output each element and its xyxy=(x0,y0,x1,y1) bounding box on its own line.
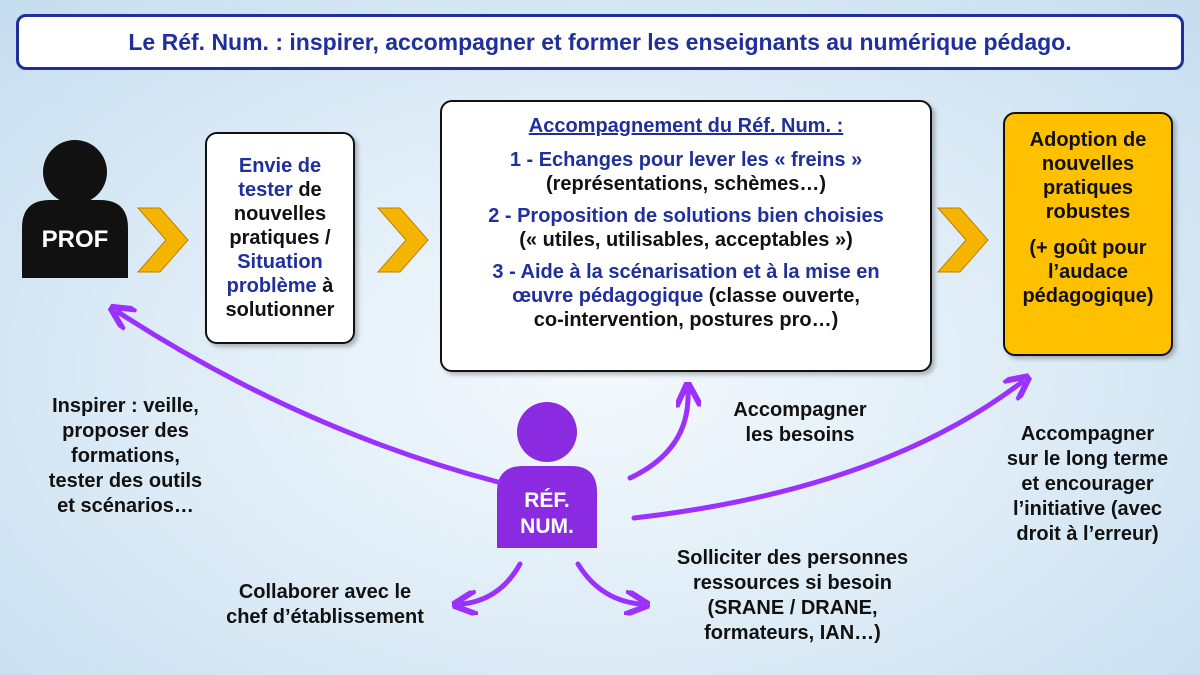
caption-accompagner-besoins: Accompagner les besoins xyxy=(710,398,890,448)
chevron-icon-2 xyxy=(376,207,429,273)
envie-de: de xyxy=(292,179,322,201)
caption-besoins-line: les besoins xyxy=(745,424,855,446)
accompagnement-item-2-sub: (« utiles, utilisables, acceptables ») xyxy=(519,229,853,251)
ref-num-label-line2: NUM. xyxy=(520,515,574,539)
envie-a: à xyxy=(316,275,334,297)
caption-inspirer-line: tester des outils xyxy=(48,470,203,492)
envie-line7: solutionner xyxy=(225,299,335,321)
accompagnement-item-3-line3: co-intervention, postures pro…) xyxy=(533,309,839,331)
caption-solliciter-line: formateurs, IAN…) xyxy=(704,622,881,644)
caption-solliciter-line: ressources si besoin xyxy=(693,572,892,594)
ref-num-label-line1: RÉF. xyxy=(524,489,570,512)
envie-tester: tester xyxy=(238,179,293,201)
adoption-line4: robustes xyxy=(1045,201,1131,223)
caption-long-terme-line: droit à l’erreur) xyxy=(1016,523,1159,545)
caption-long-terme: Accompagner sur le long terme et encoura… xyxy=(985,422,1190,547)
arrow-to-ressources-icon xyxy=(575,561,640,604)
arrow-to-accompagnement-icon xyxy=(627,392,688,481)
caption-solliciter: Solliciter des personnes ressources si b… xyxy=(655,546,930,646)
caption-inspirer: Inspirer : veille, proposer des formatio… xyxy=(18,394,233,519)
arrow-to-adoption-icon xyxy=(631,382,1022,521)
envie-probleme: problème xyxy=(226,275,317,297)
prof-person-icon xyxy=(22,140,128,278)
caption-solliciter-line: (SRANE / DRANE, xyxy=(707,597,878,619)
adoption-line1: Adoption de xyxy=(1029,129,1147,151)
caption-long-terme-line: sur le long terme xyxy=(1006,448,1169,470)
caption-long-terme-line: Accompagner xyxy=(1020,423,1155,445)
adoption-line3: pratiques xyxy=(1042,177,1134,199)
caption-collaborer-line: Collaborer avec le xyxy=(238,581,412,603)
caption-solliciter-line: Solliciter des personnes xyxy=(676,547,909,569)
accompagnement-item-3-line1: 3 - Aide à la scénarisation et à la mise… xyxy=(492,261,880,283)
chevron-icon-1 xyxy=(136,207,189,273)
envie-line1: Envie de xyxy=(238,155,322,177)
envie-line4: pratiques / xyxy=(229,227,331,249)
envie-box: Envie de tester de nouvelles pratiques /… xyxy=(205,132,355,344)
accompagnement-item-3-classe: (classe ouverte, xyxy=(703,285,860,307)
accompagnement-heading: Accompagnement du Réf. Num. : xyxy=(528,115,844,137)
accompagnement-item-3-oeuvre: œuvre pédagogique xyxy=(512,285,704,307)
caption-long-terme-line: et encourager xyxy=(1021,473,1154,495)
prof-label: PROF xyxy=(41,226,109,253)
ref-num-person-icon xyxy=(497,402,597,548)
arrow-to-prof-icon xyxy=(118,312,501,485)
ref-num-label: RÉF. NUM. xyxy=(497,488,597,541)
accompagnement-item-2: 2 - Proposition de solutions bien choisi… xyxy=(488,205,884,227)
accompagnement-box: Accompagnement du Réf. Num. : 1 - Echang… xyxy=(440,100,932,372)
caption-inspirer-line: Inspirer : veille, xyxy=(52,395,199,417)
caption-long-terme-line: l’initiative (avec xyxy=(1013,498,1162,520)
caption-inspirer-line: proposer des xyxy=(62,420,189,442)
adoption-line6: l’audace xyxy=(1047,261,1129,283)
adoption-line7: pédagogique) xyxy=(1022,285,1154,307)
adoption-line2: nouvelles xyxy=(1041,153,1135,175)
caption-inspirer-line: et scénarios… xyxy=(57,495,194,517)
arrow-to-chef-icon xyxy=(462,561,523,604)
adoption-line5: (+ goût pour xyxy=(1029,237,1147,259)
page-title: Le Réf. Num. : inspirer, accompagner et … xyxy=(16,14,1184,70)
accompagnement-item-1-sub: (représentations, schèmes…) xyxy=(545,173,827,195)
caption-collaborer-line: chef d’établissement xyxy=(226,606,424,628)
caption-collaborer: Collaborer avec le chef d’établissement xyxy=(200,580,450,630)
envie-line3: nouvelles xyxy=(233,203,327,225)
accompagnement-item-1: 1 - Echanges pour lever les « freins » xyxy=(509,149,863,171)
caption-inspirer-line: formations, xyxy=(71,445,180,467)
caption-besoins-line: Accompagner xyxy=(733,399,867,421)
adoption-box: Adoption de nouvelles pratiques robustes… xyxy=(1003,112,1173,356)
envie-situation: Situation xyxy=(237,251,323,273)
chevron-icon-3 xyxy=(936,207,989,273)
